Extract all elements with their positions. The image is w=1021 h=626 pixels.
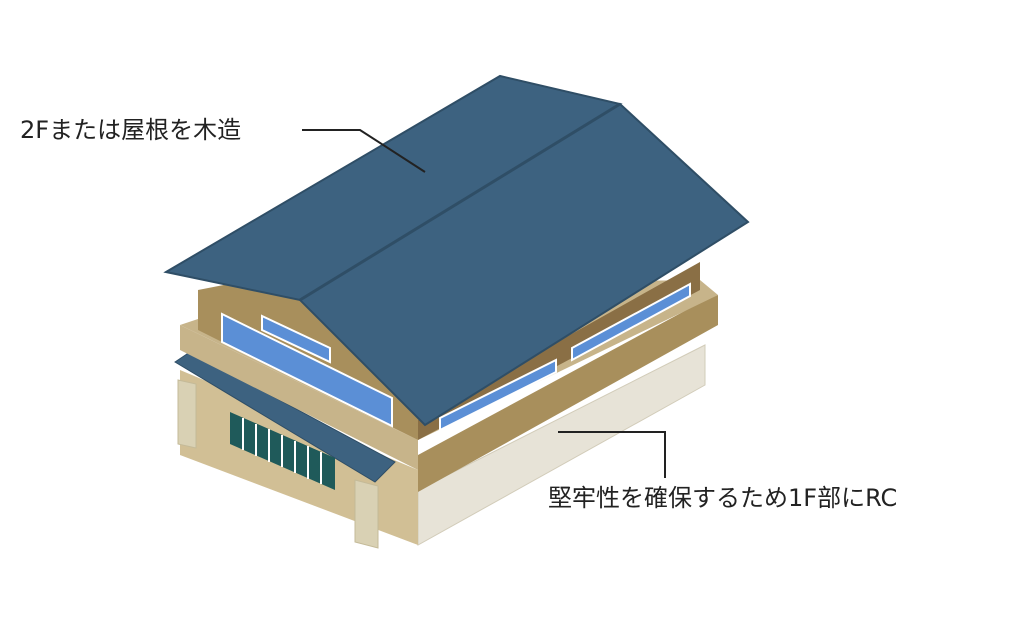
callout-rc-ground-floor: 堅牢性を確保するため1F部にRC bbox=[548, 484, 898, 512]
leader-line-rc bbox=[558, 431, 666, 478]
entrance-door bbox=[230, 412, 335, 490]
porch-canopy bbox=[174, 351, 396, 483]
floor-band-right bbox=[418, 295, 718, 492]
callout-wood-structure: 2Fまたは屋根を木造 bbox=[20, 116, 242, 144]
leader-line-wood bbox=[302, 129, 426, 173]
roof-ridge bbox=[299, 102, 621, 302]
floor-band-front bbox=[180, 325, 418, 470]
porch-pillars bbox=[177, 379, 379, 549]
upper-floor-windows bbox=[221, 282, 691, 432]
